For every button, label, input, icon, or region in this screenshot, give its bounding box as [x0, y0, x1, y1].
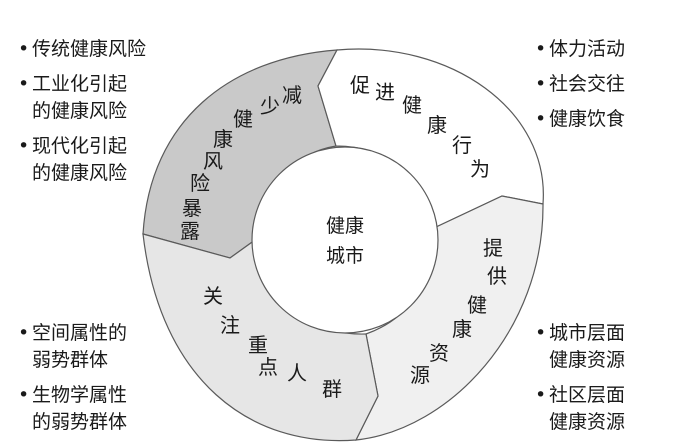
segment-labels: 减少健康风险暴露促进健康行为提供健康资源关注重点人群	[180, 73, 507, 401]
center-hub	[251, 146, 439, 334]
list-item: 传统健康风险	[18, 36, 146, 63]
segment-label-char-bottom-left: 注	[220, 313, 240, 337]
list-item-line: 空间属性的	[32, 322, 128, 344]
segment-label-char-top-left: 露	[180, 219, 200, 243]
segment-label-char-top-right: 健	[402, 93, 422, 117]
list-item-line: 健康饮食	[549, 108, 626, 130]
segment-label-char-top-right: 促	[350, 73, 370, 97]
segment-label-char-top-left: 少	[260, 94, 280, 118]
segment-label-char-top-left: 健	[233, 107, 253, 131]
segment-label-char-top-right: 康	[427, 113, 447, 137]
list-item-line: 弱势群体	[32, 349, 109, 371]
list-item: 健康饮食	[535, 106, 625, 133]
list-bottom-right: 城市层面健康资源社区层面健康资源	[535, 320, 625, 444]
list-item-line: 现代化引起	[32, 135, 128, 157]
segment-label-char-bottom-left: 点	[258, 355, 278, 379]
segment-label-char-top-left: 险	[190, 171, 210, 195]
list-item: 社会交往	[535, 71, 625, 98]
segment-label-char-bottom-left: 关	[203, 284, 223, 308]
segment-label-char-bottom-left: 群	[322, 377, 342, 401]
list-item-line: 的健康风险	[32, 100, 128, 122]
segment-label-char-bottom-left: 人	[287, 361, 307, 385]
list-item-line: 传统健康风险	[32, 38, 147, 60]
list-item: 体力活动	[535, 36, 625, 63]
segment-label-char-top-left: 康	[213, 127, 233, 151]
segment-label-char-bottom-right: 提	[483, 236, 503, 260]
list-bottom-left: 空间属性的弱势群体生物学属性的弱势群体	[18, 320, 127, 444]
segment-label-char-bottom-right: 资	[429, 341, 449, 365]
list-top-left: 传统健康风险工业化引起的健康风险现代化引起的健康风险	[18, 36, 146, 195]
list-item-line: 体力活动	[549, 38, 626, 60]
list-item-line: 健康资源	[549, 349, 626, 371]
segment-label-char-bottom-left: 重	[248, 333, 268, 357]
list-item-line: 健康资源	[549, 411, 626, 433]
list-item-line: 生物学属性	[32, 384, 128, 406]
segment-label-char-bottom-right: 供	[487, 264, 507, 288]
segment-label-char-top-right: 进	[375, 80, 395, 104]
list-item-line: 社会交往	[549, 73, 626, 95]
center-line-2: 城市	[326, 245, 364, 267]
list-item-line: 的弱势群体	[32, 411, 128, 433]
segment-label-char-top-right: 为	[470, 157, 490, 181]
segment-label-char-bottom-right: 健	[467, 293, 487, 317]
segment-label-char-bottom-right: 源	[410, 363, 430, 387]
list-top-right: 体力活动社会交往健康饮食	[535, 36, 625, 141]
list-item-line: 工业化引起	[32, 73, 128, 95]
segment-label-char-bottom-right: 康	[452, 317, 472, 341]
segment-label-char-top-left: 暴	[182, 196, 202, 220]
list-item-line: 社区层面	[549, 384, 626, 406]
list-item-line: 的健康风险	[32, 162, 128, 184]
center-line-1: 健康	[326, 215, 364, 237]
list-item-line: 城市层面	[549, 322, 626, 344]
segment-label-char-top-left: 风	[203, 149, 223, 173]
segment-label-char-top-right: 行	[452, 133, 472, 157]
segment-label-char-top-left: 减	[282, 83, 302, 107]
